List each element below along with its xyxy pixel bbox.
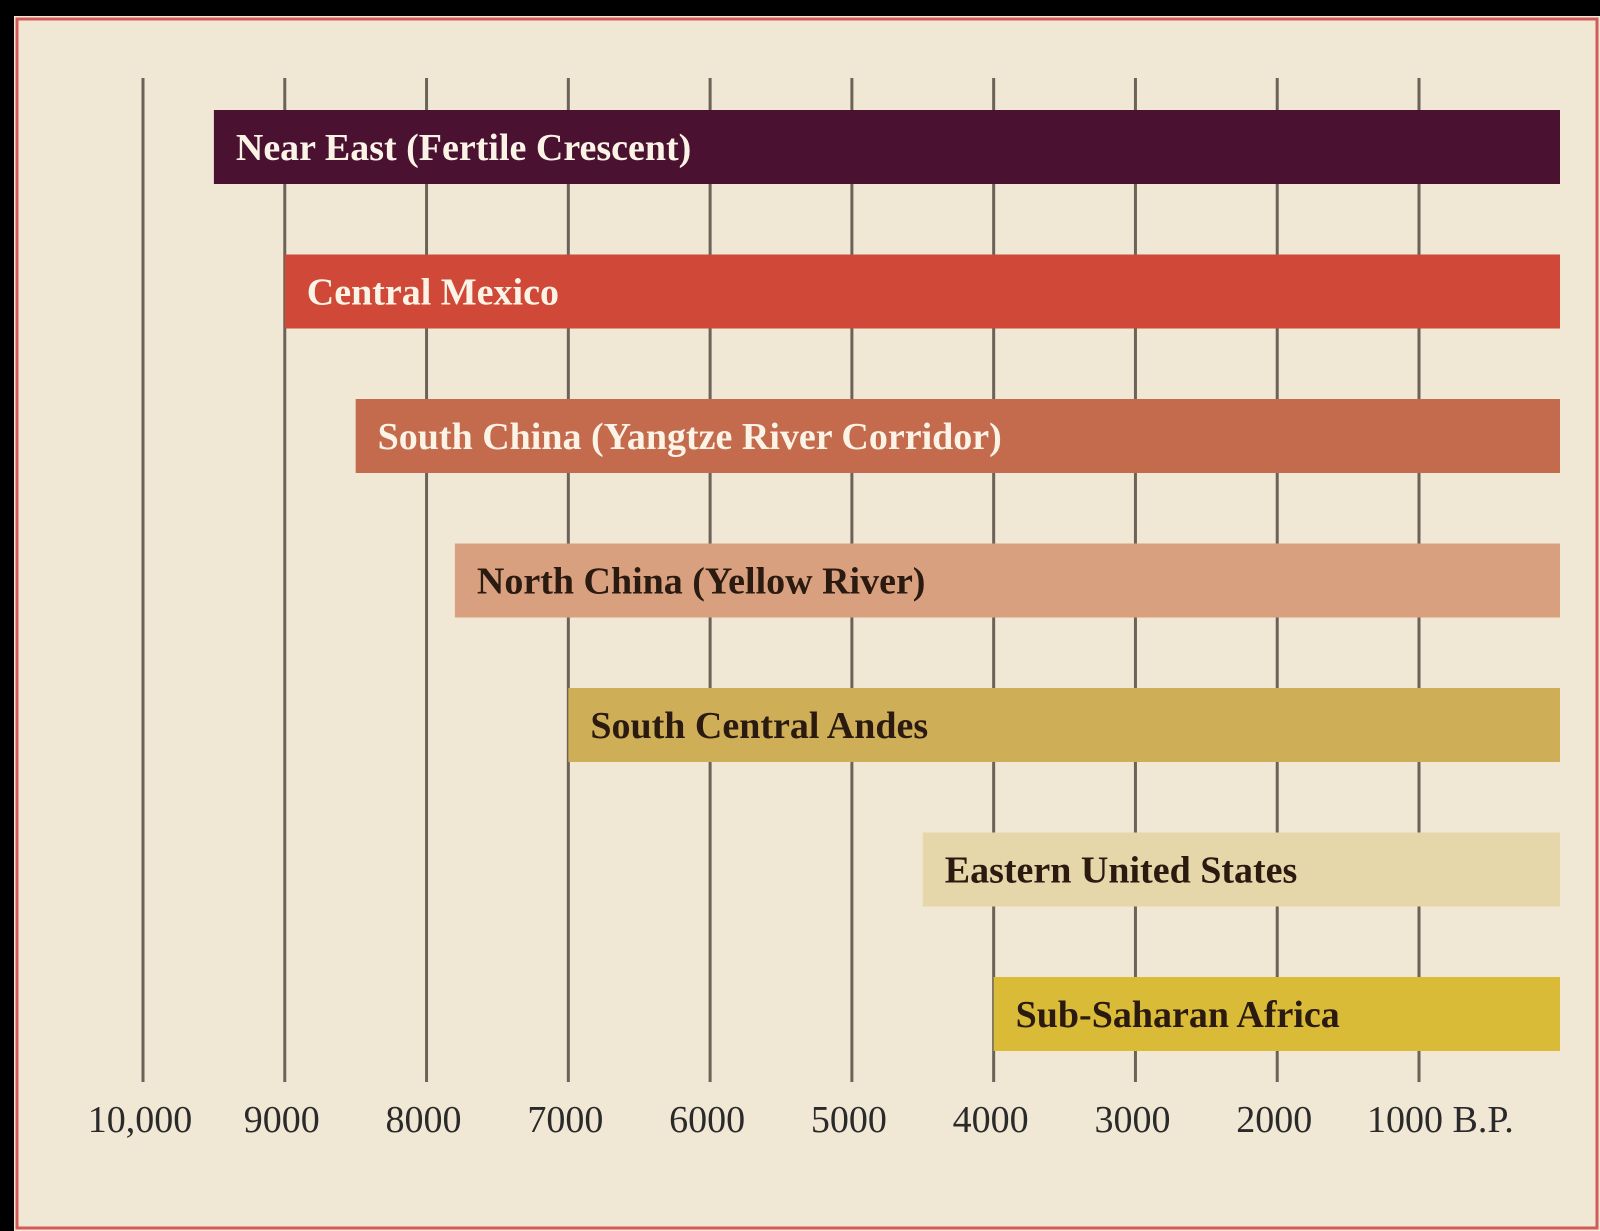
tick-label-1000: 1000 B.P.: [1367, 1099, 1514, 1141]
tick-label-7000: 7000: [527, 1099, 603, 1141]
tick-label-3000: 3000: [1094, 1099, 1170, 1141]
tick-label-9000: 9000: [244, 1099, 320, 1141]
tick-label-6000: 6000: [669, 1099, 745, 1141]
bar-label-6: Sub-Saharan Africa: [1016, 994, 1340, 1036]
bar-0: [213, 110, 1560, 184]
tick-label-4000: 4000: [953, 1099, 1029, 1141]
bar-label-3: North China (Yellow River): [477, 561, 926, 603]
bar-3: [454, 543, 1560, 618]
chart-border: [15, 17, 1599, 1230]
bar-2: [355, 399, 1561, 473]
tick-label-5000: 5000: [811, 1099, 887, 1141]
bar-4: [568, 688, 1560, 762]
bar-label-1: Central Mexico: [307, 272, 559, 314]
bar-label-2: South China (Yangtze River Corridor): [378, 416, 1002, 458]
bar-label-4: South Central Andes: [590, 705, 928, 747]
bar-label-5: Eastern United States: [945, 850, 1298, 892]
tick-label-10000: 10,000: [88, 1099, 193, 1141]
tick-label-8000: 8000: [386, 1099, 462, 1141]
tick-label-2000: 2000: [1236, 1099, 1312, 1141]
bar-5: [922, 832, 1560, 907]
bar-label-0: Near East (Fertile Crescent): [236, 127, 691, 169]
bar-6: [993, 977, 1560, 1051]
bar-1: [284, 254, 1560, 329]
